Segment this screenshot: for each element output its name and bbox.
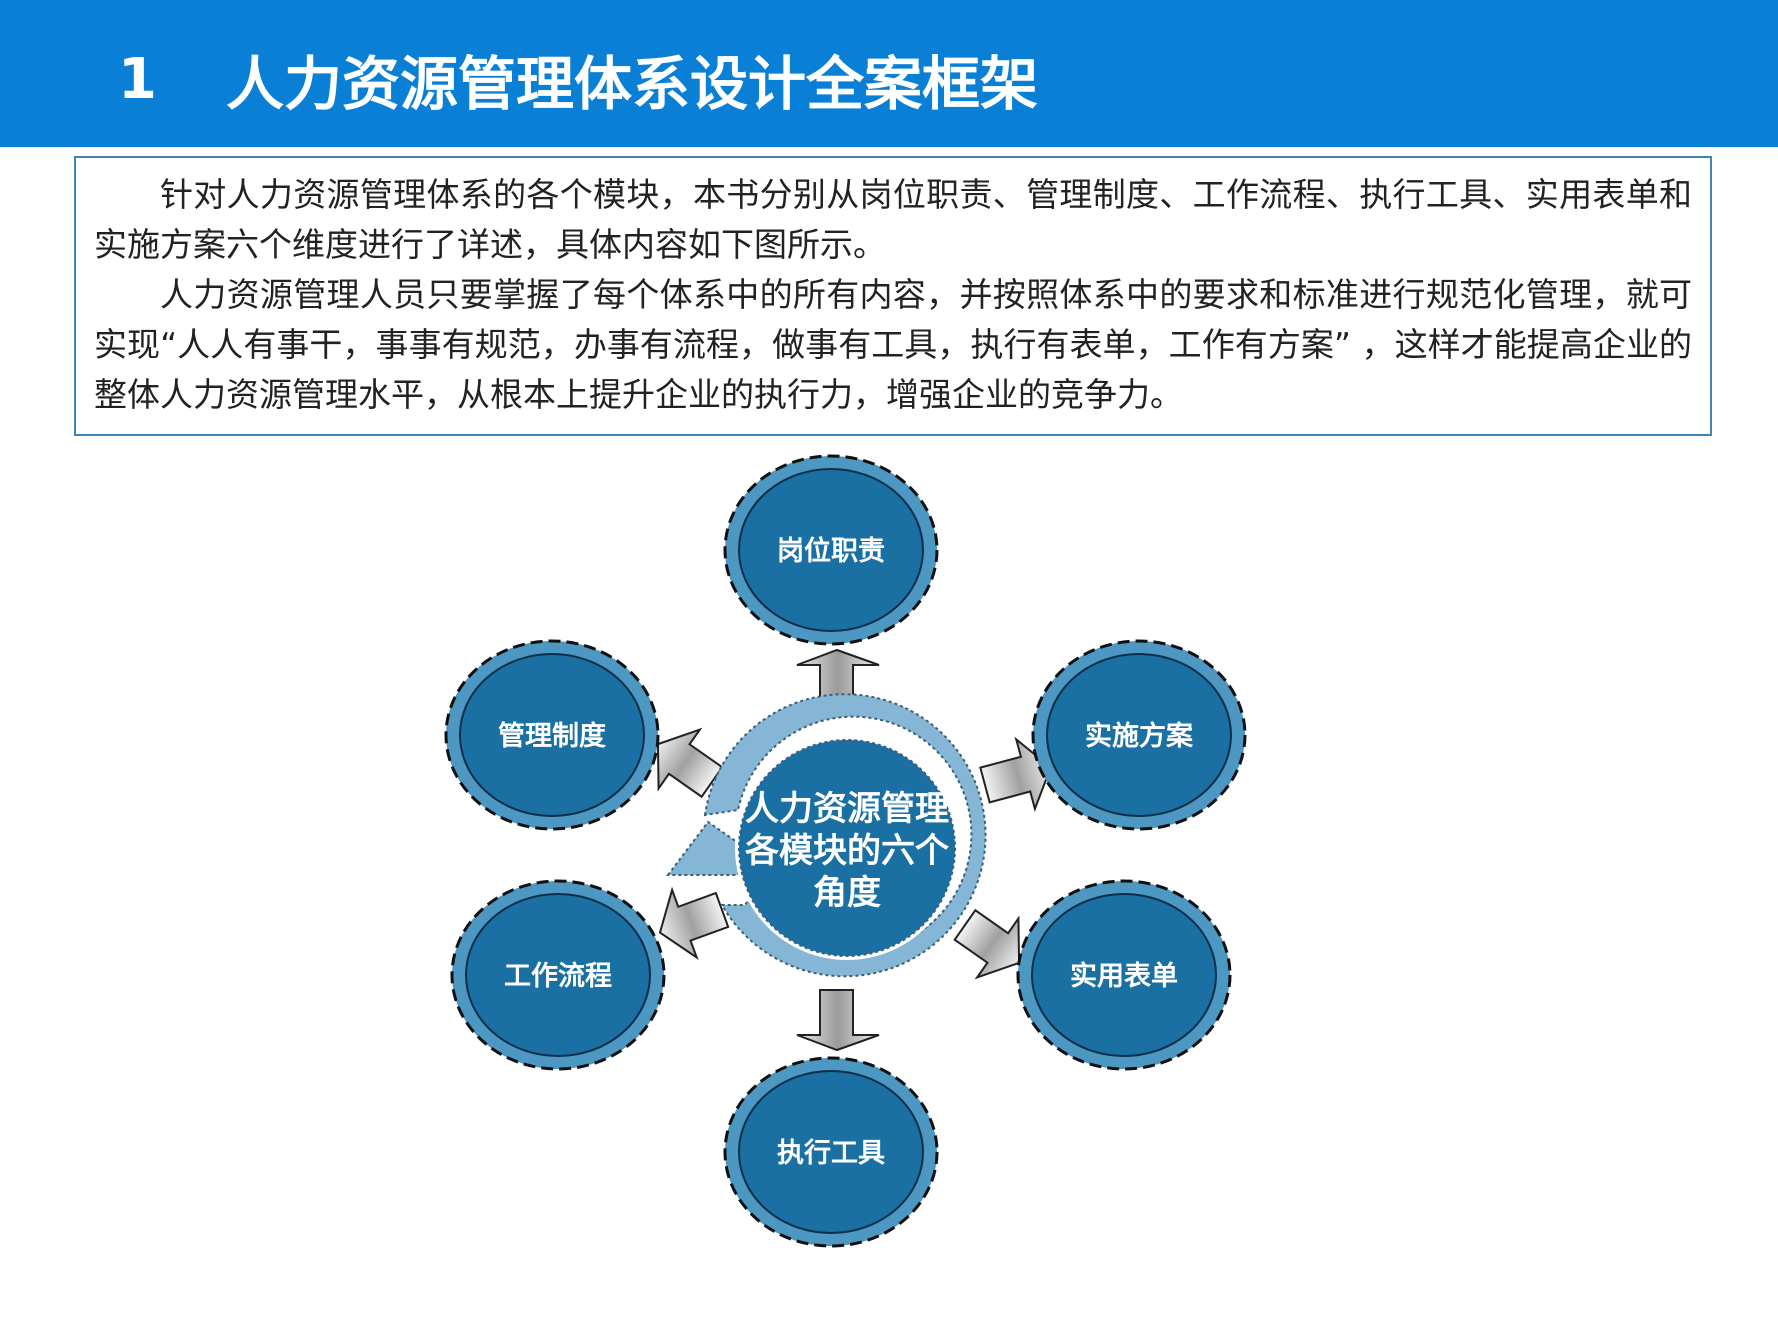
intro-paragraph-1: 针对人力资源管理体系的各个模块，本书分别从岗位职责、管理制度、工作流程、执行工具… — [94, 175, 1692, 264]
node-workflow[interactable]: 工作流程 — [450, 879, 666, 1071]
arrow-lower-right-icon — [953, 908, 1021, 980]
center-hub: 人力资源管理 各模块的六个 角度 — [745, 789, 949, 913]
arrow-down-icon — [796, 989, 880, 1052]
node-label: 实施方案 — [1085, 720, 1194, 752]
node-label: 管理制度 — [498, 720, 606, 752]
node-practical-forms[interactable]: 实用表单 — [1016, 879, 1232, 1071]
node-job-responsibilities[interactable]: 岗位职责 — [723, 454, 939, 646]
center-label-line-3: 角度 — [813, 873, 881, 913]
node-management-system[interactable]: 管理制度 — [444, 639, 660, 831]
title-banner: 1 人力资源管理体系设计全案框架 — [0, 0, 1778, 147]
node-label: 执行工具 — [777, 1137, 885, 1169]
node-implementation-plan[interactable]: 实施方案 — [1031, 639, 1247, 831]
node-label: 实用表单 — [1070, 960, 1178, 992]
node-label: 岗位职责 — [777, 535, 885, 567]
arrow-upper-right-icon — [979, 736, 1052, 813]
intro-textbox: 针对人力资源管理体系的各个模块，本书分别从岗位职责、管理制度、工作流程、执行工具… — [74, 156, 1712, 436]
intro-paragraph-2: 人力资源管理人员只要掌握了每个体系中的所有内容，并按照体系中的要求和标准进行规范… — [94, 275, 1692, 414]
arrow-upper-left-icon — [656, 727, 724, 799]
node-execution-tools[interactable]: 执行工具 — [723, 1056, 939, 1248]
page-title: 人力资源管理体系设计全案框架 — [226, 50, 1039, 118]
arrow-lower-left-icon — [658, 886, 730, 961]
center-label-line-2: 各模块的六个 — [745, 831, 949, 871]
node-label: 工作流程 — [504, 961, 612, 992]
center-label-line-1: 人力资源管理 — [745, 789, 949, 829]
center-cycle-arrow-icon — [665, 693, 987, 978]
section-number: 1 — [118, 47, 157, 112]
